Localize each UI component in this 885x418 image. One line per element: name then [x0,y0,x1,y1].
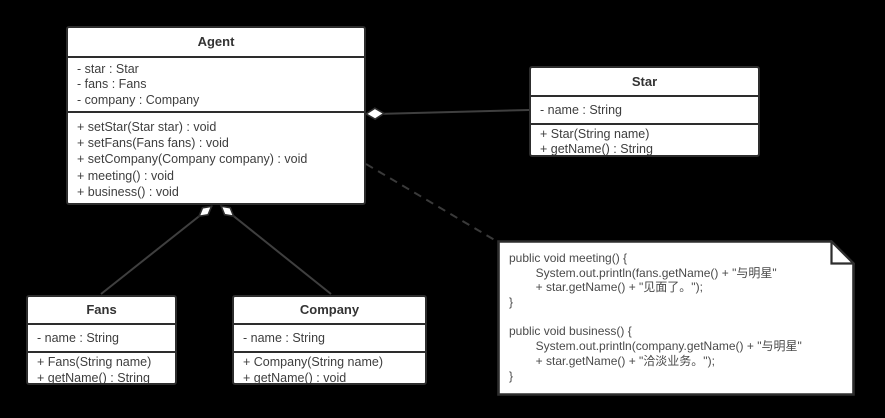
class-attributes-star: - name : String [531,97,758,125]
class-methods-star: + Star(String name) + getName() : String [531,125,758,156]
class-title-agent: Agent [68,28,364,58]
code-line: System.out.println(fans.getName() + "与明星… [509,265,777,280]
class-title-star: Star [531,68,758,97]
class-attribute: - company : Company [77,92,200,107]
class-method: + getName() : String [37,370,150,385]
class-methods-agent: + setStar(Star star) : void + setFans(Fa… [68,113,364,203]
aggregation-agent-star [364,107,530,121]
note-shape [497,240,855,396]
code-line: public void business() { [509,324,632,339]
note-code-block: public void meeting() { System.out.print… [509,251,849,383]
class-box-agent: Agent - star : Star - fans : Fans - comp… [66,26,366,205]
class-attributes-fans: - name : String [28,325,175,353]
class-attribute: - star : Star [77,62,139,76]
code-line: System.out.println(company.getName() + "… [509,339,802,354]
class-attribute: - fans : Fans [77,77,147,92]
note-fold-icon [830,240,855,265]
class-method: + getName() : String [540,142,653,156]
code-line: + star.getName() + "见面了。"); [509,280,703,295]
code-line: public void meeting() { [509,251,628,265]
class-method: + setStar(Star star) : void [77,119,217,134]
class-method: + Company(String name) [243,355,383,369]
aggregation-diamond-icon [219,205,235,218]
class-box-company: Company - name : String + Company(String… [232,295,427,385]
class-method: + setFans(Fans fans) : void [77,136,229,151]
note-anchor-agent [365,163,499,243]
code-line: } [509,368,514,383]
class-method: + Star(String name) [540,127,650,141]
class-attributes-company: - name : String [234,325,425,353]
aggregation-agent-company [219,205,332,295]
class-attribute: - name : String [243,331,325,345]
code-note: public void meeting() { System.out.print… [497,240,855,396]
class-method: + setCompany(Company company) : void [77,152,308,167]
class-method: + business() : void [77,185,179,200]
class-methods-company: + Company(String name) + getName() : voi… [234,353,425,385]
class-title-fans: Fans [28,297,175,325]
class-attribute: - name : String [37,331,119,345]
aggregation-agent-fans [100,205,213,295]
class-method: + Fans(String name) [37,355,152,369]
class-box-star: Star - name : String + Star(String name)… [529,66,760,157]
code-line: + star.getName() + "洽淡业务。"); [509,353,715,368]
aggregation-diamond-icon [364,107,386,121]
aggregation-diamond-icon [197,205,213,218]
code-line: } [509,295,514,310]
class-attribute: - name : String [540,103,622,117]
class-box-fans: Fans - name : String + Fans(String name)… [26,295,177,385]
class-methods-fans: + Fans(String name) + getName() : String [28,353,175,385]
class-method: + meeting() : void [77,168,174,183]
class-title-company: Company [234,297,425,325]
class-method: + getName() : void [243,370,347,385]
class-attributes-agent: - star : Star - fans : Fans - company : … [68,58,364,113]
code-line [509,310,849,325]
